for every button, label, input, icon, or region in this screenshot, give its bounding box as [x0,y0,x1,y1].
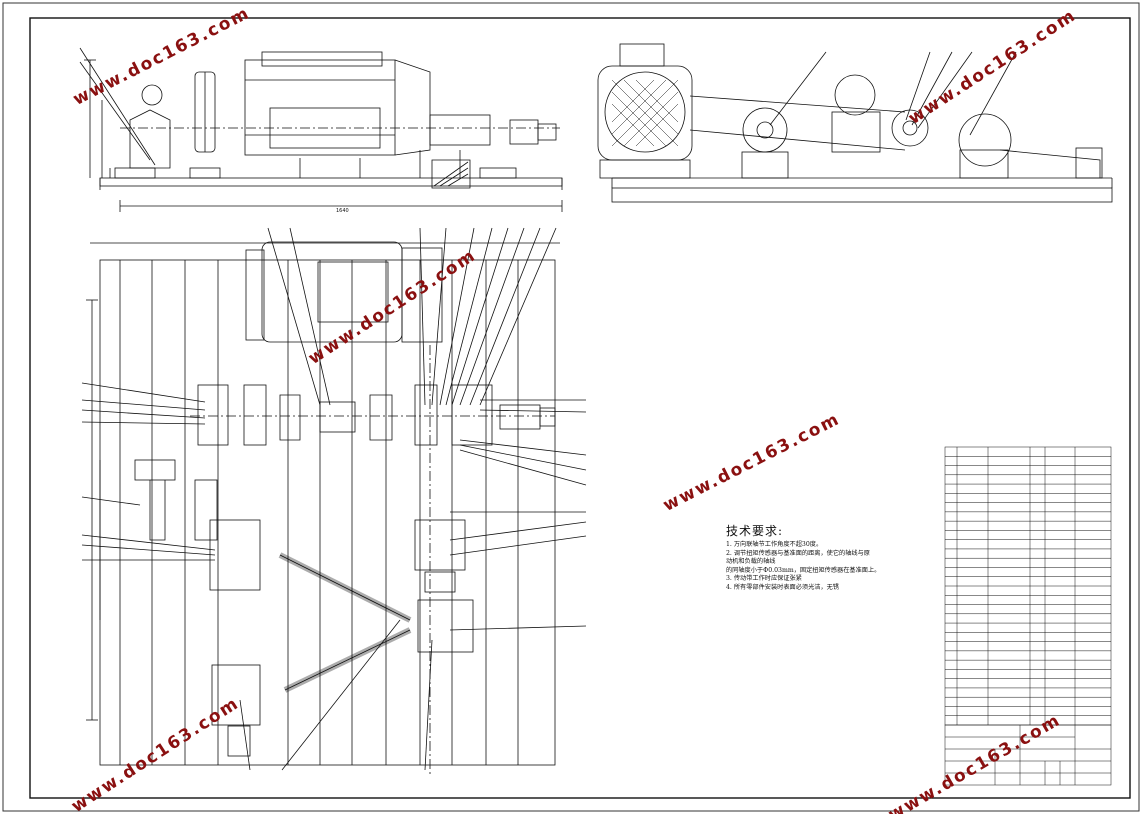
side-view [597,43,1113,203]
tech-req-line-5: 3. 传动带工作时应保证张紧 [726,575,802,583]
plan-view [81,227,587,775]
technical-requirements: 技术要求: 1. 万向联轴节工作角度不超30度。 2. 调节扭矩传感器与基准面的… [726,522,941,593]
tech-req-line-3: 动机和负载的轴线 [726,558,776,566]
bom-table [944,446,1112,786]
tech-req-title: 技术要求: [726,524,784,538]
overall-dimension: 1640 [336,208,349,214]
front-view [79,47,563,212]
tech-req-line-2: 2. 调节扭矩传感器与基准面的距离，使它的轴线与原 [726,549,870,557]
tech-req-line-4: 的同轴度小于Φ0.03mm，固定扭矩传感器在基准面上。 [726,566,881,574]
tech-req-line-1: 1. 万向联轴节工作角度不超30度。 [726,541,823,548]
inner-border [29,17,1131,799]
tech-req-line-6: 4. 所有零部件安装时表面必须光洁，无锈 [726,583,840,591]
